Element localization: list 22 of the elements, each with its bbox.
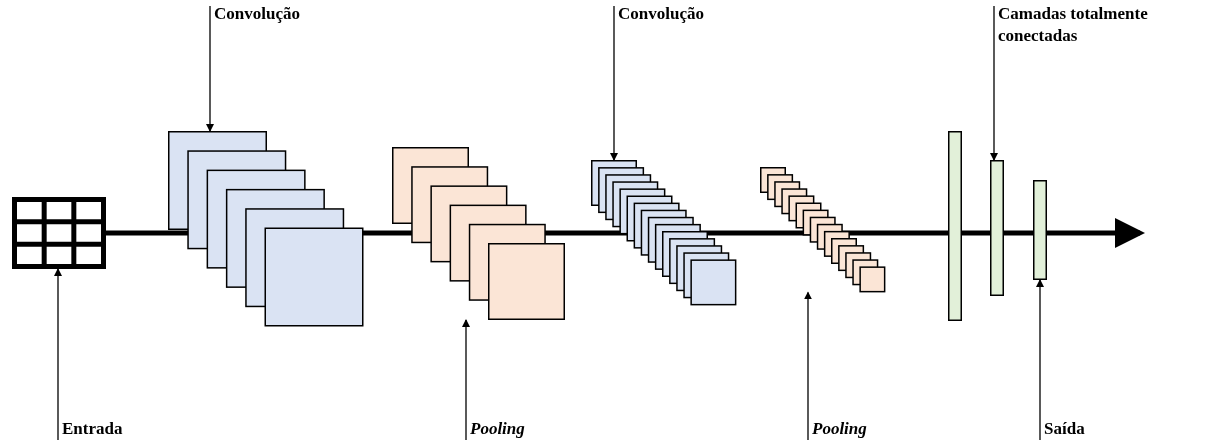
dense-layer-bar	[1033, 180, 1047, 280]
feature-map-stack	[168, 131, 364, 327]
dense-layer-bar	[948, 131, 962, 321]
feature-map-stack	[591, 160, 737, 306]
arrow	[804, 291, 812, 441]
feature-map-stack	[760, 167, 886, 293]
arrow	[990, 5, 998, 161]
arrow	[1036, 279, 1044, 441]
arrow	[54, 268, 62, 441]
arrow	[462, 319, 470, 441]
dense-layer-bar	[990, 160, 1004, 296]
layer-label: Pooling	[812, 418, 868, 440]
arrow	[206, 5, 214, 132]
feature-map-stack	[392, 147, 565, 320]
arrow	[610, 5, 618, 161]
layer-label: Entrada	[62, 418, 124, 440]
layer-label: Camadas totalmente conectadas	[998, 3, 1149, 47]
layer-label: Pooling	[470, 418, 526, 440]
layer-label: Saída	[1044, 418, 1086, 440]
layer-label: Convolução	[214, 3, 301, 25]
input-grid	[12, 197, 106, 269]
layer-label: Convolução	[618, 3, 705, 25]
